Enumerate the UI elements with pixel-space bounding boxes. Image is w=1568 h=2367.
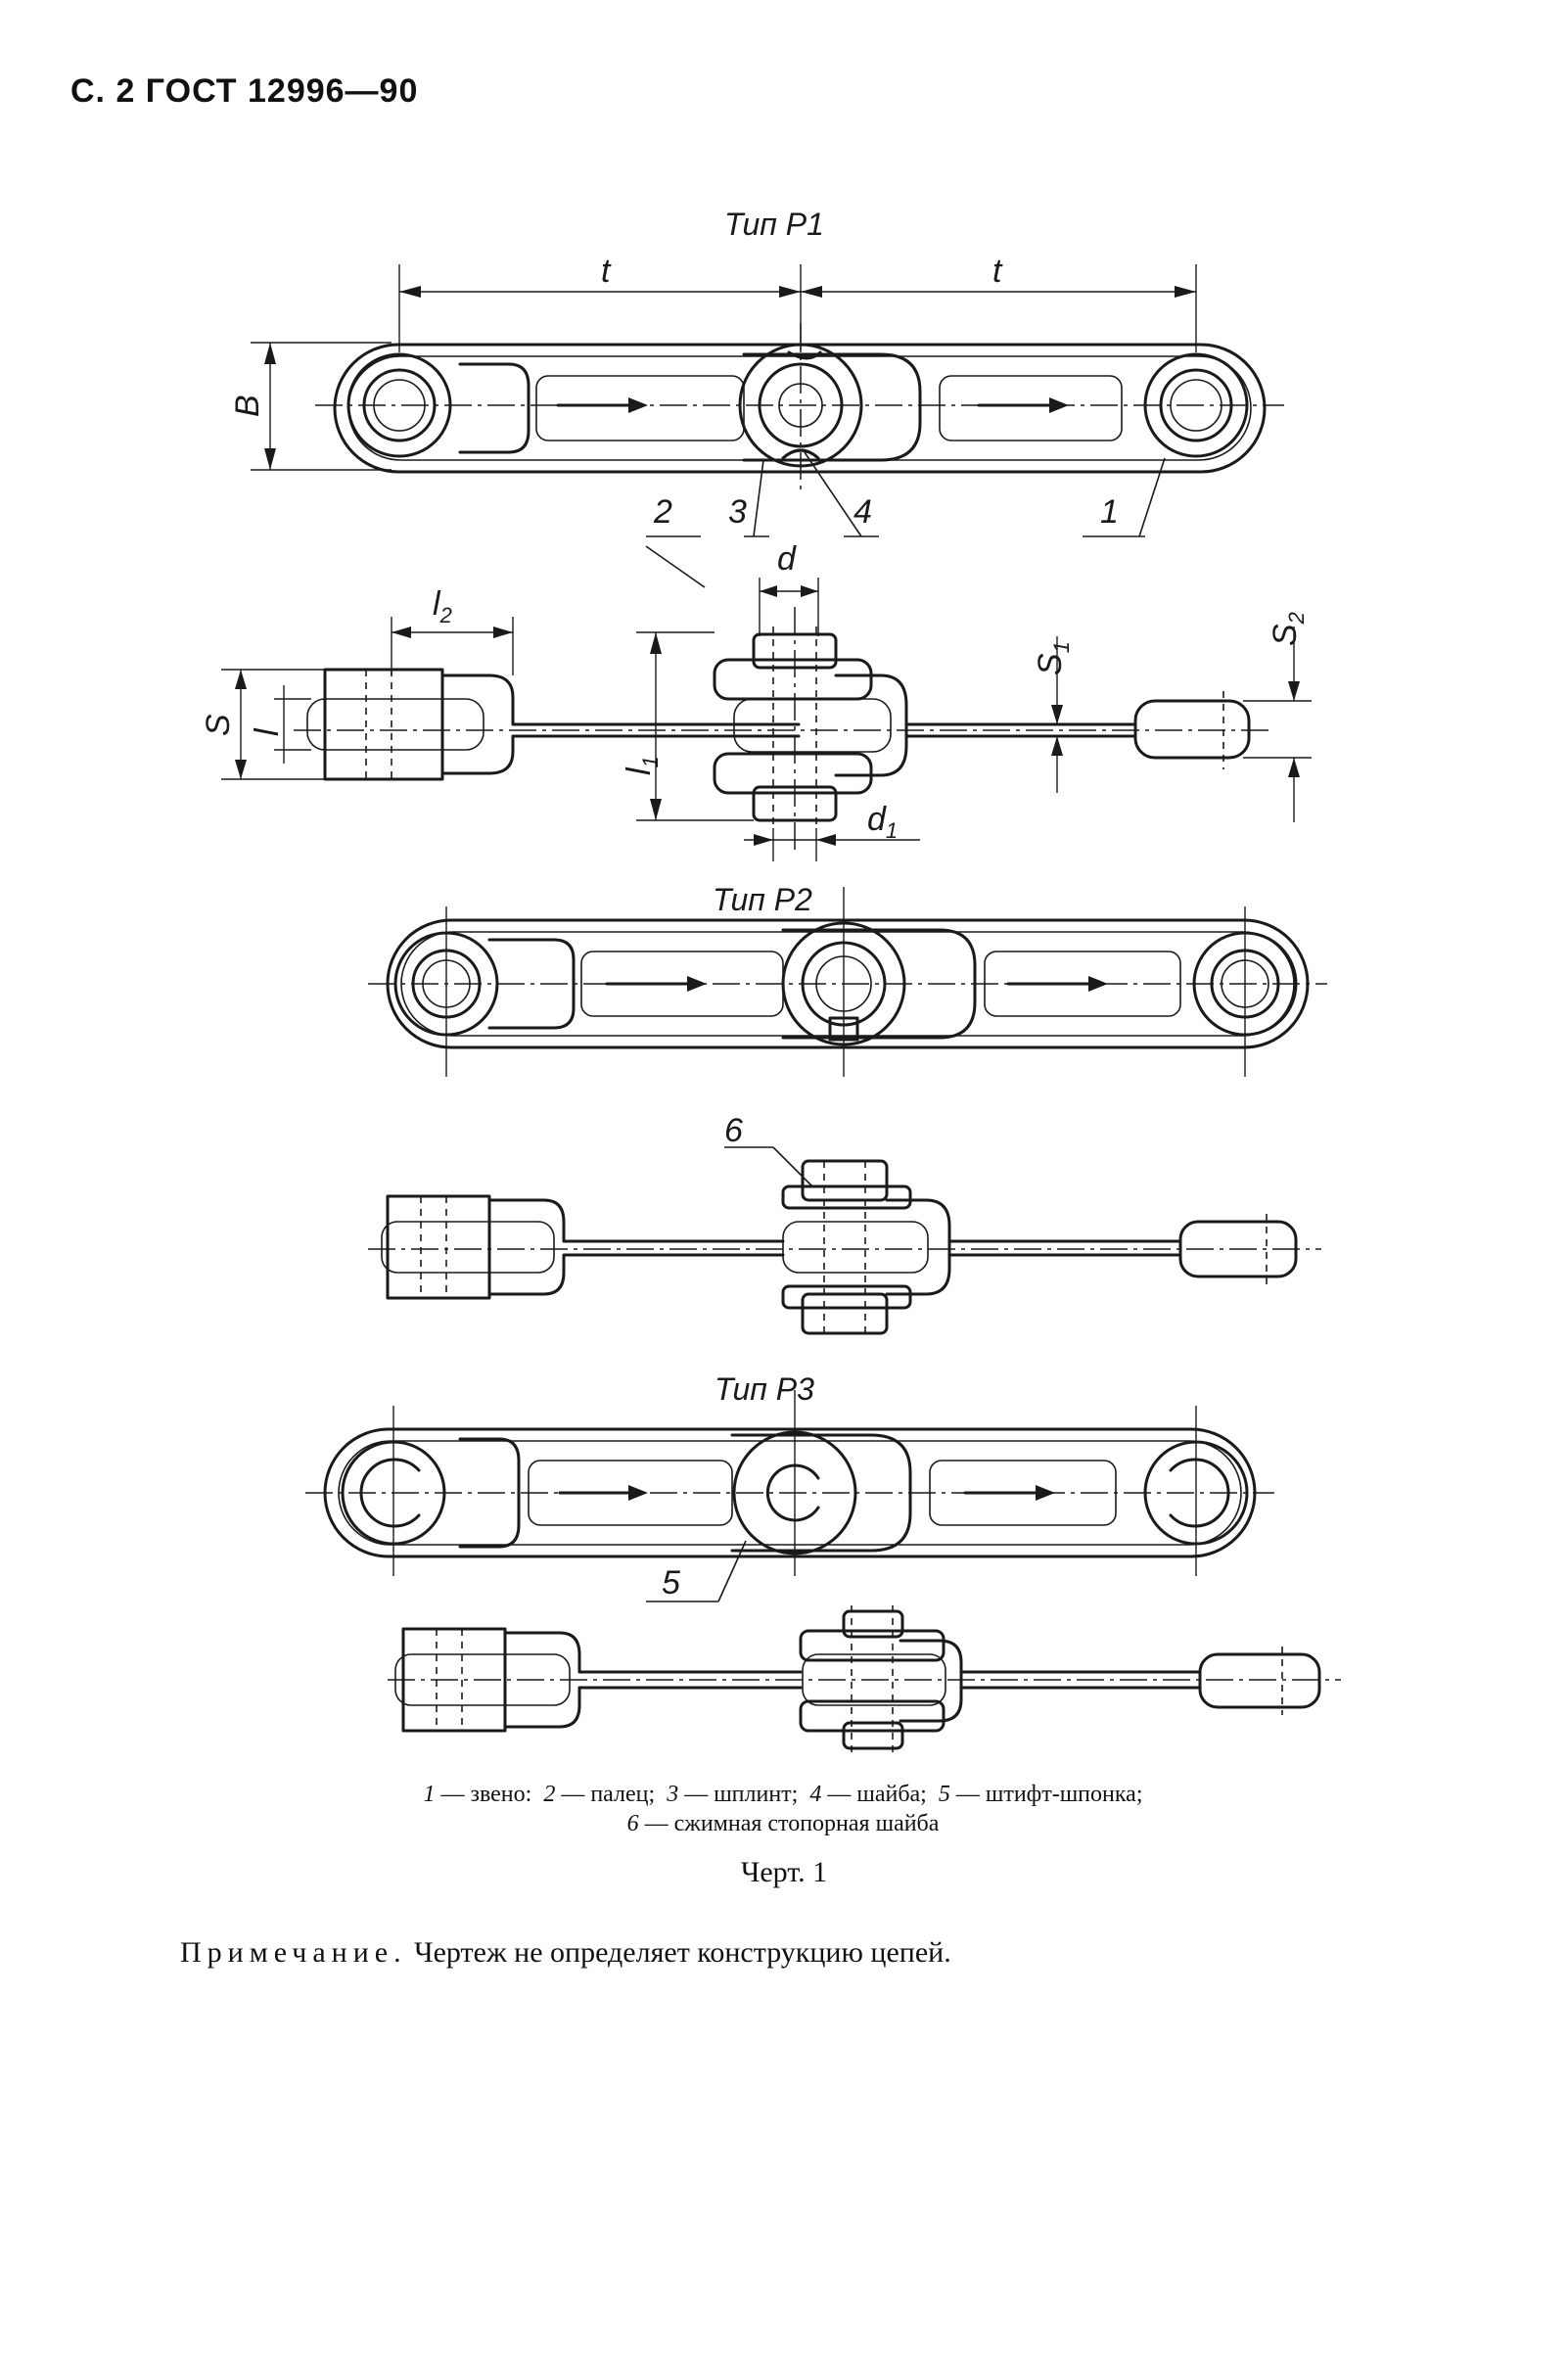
dim-s: S (200, 714, 237, 736)
type-p3-title: Тип Р3 (715, 1371, 814, 1407)
p2-top-view (368, 887, 1327, 1077)
callout-2: 2 (653, 493, 672, 531)
note: Примечание. Чертеж не определяет констру… (180, 1936, 951, 1970)
legend-item-4: 4 — шайба; (809, 1782, 927, 1807)
callout-1: 1 (1100, 493, 1119, 531)
dim-t-right: t (992, 253, 1003, 290)
p2-side-view: 6 (368, 1112, 1321, 1335)
figure-caption: Черт. 1 (740, 1856, 828, 1888)
callout-3: 3 (728, 493, 747, 531)
legend-item-1: 1 — звено: (423, 1782, 532, 1807)
page-header: С. 2 ГОСТ 12996—90 (70, 72, 419, 110)
dim-t-left: t (601, 253, 612, 290)
dim-l2: l2 (433, 585, 452, 627)
p3-side-view (388, 1605, 1341, 1754)
legend-item-2: 2 — палец; (543, 1782, 656, 1807)
dim-b: B (229, 394, 266, 417)
dim-s2: S2 (1267, 612, 1309, 646)
legend-item-3: 3 — шплинт; (667, 1782, 799, 1807)
callout-6: 6 (724, 1112, 743, 1149)
p1-top-view: t t B (229, 253, 1284, 537)
dim-d: d (777, 540, 797, 578)
note-text: Чертеж не определяет конструкцию цепей. (414, 1936, 951, 1969)
type-p1-title: Тип Р1 (724, 207, 824, 242)
legend-item-5: 5 — штифт-шпонка; (938, 1782, 1143, 1807)
legend-item-6: 6 — сжимная стопорная шайба (626, 1811, 940, 1836)
dim-d1: d1 (867, 801, 898, 843)
callout-4: 4 (853, 493, 872, 531)
type-p2-title: Тип Р2 (713, 882, 812, 917)
callout-5: 5 (662, 1564, 680, 1601)
figure-legend: 1 — звено: 2 — палец; 3 — шплинт; 4 — ша… (166, 1780, 1400, 1838)
p3-top-view: 5 (305, 1390, 1274, 1602)
note-label: Примечание. (180, 1936, 407, 1969)
dim-l1: l1 (621, 756, 663, 775)
dim-s1: S1 (1032, 641, 1074, 675)
dim-l: l (249, 727, 286, 736)
p1-side-view: d l2 S l (200, 540, 1312, 861)
technical-drawing-chart-1: Тип Р1 t t B (200, 207, 1341, 1754)
